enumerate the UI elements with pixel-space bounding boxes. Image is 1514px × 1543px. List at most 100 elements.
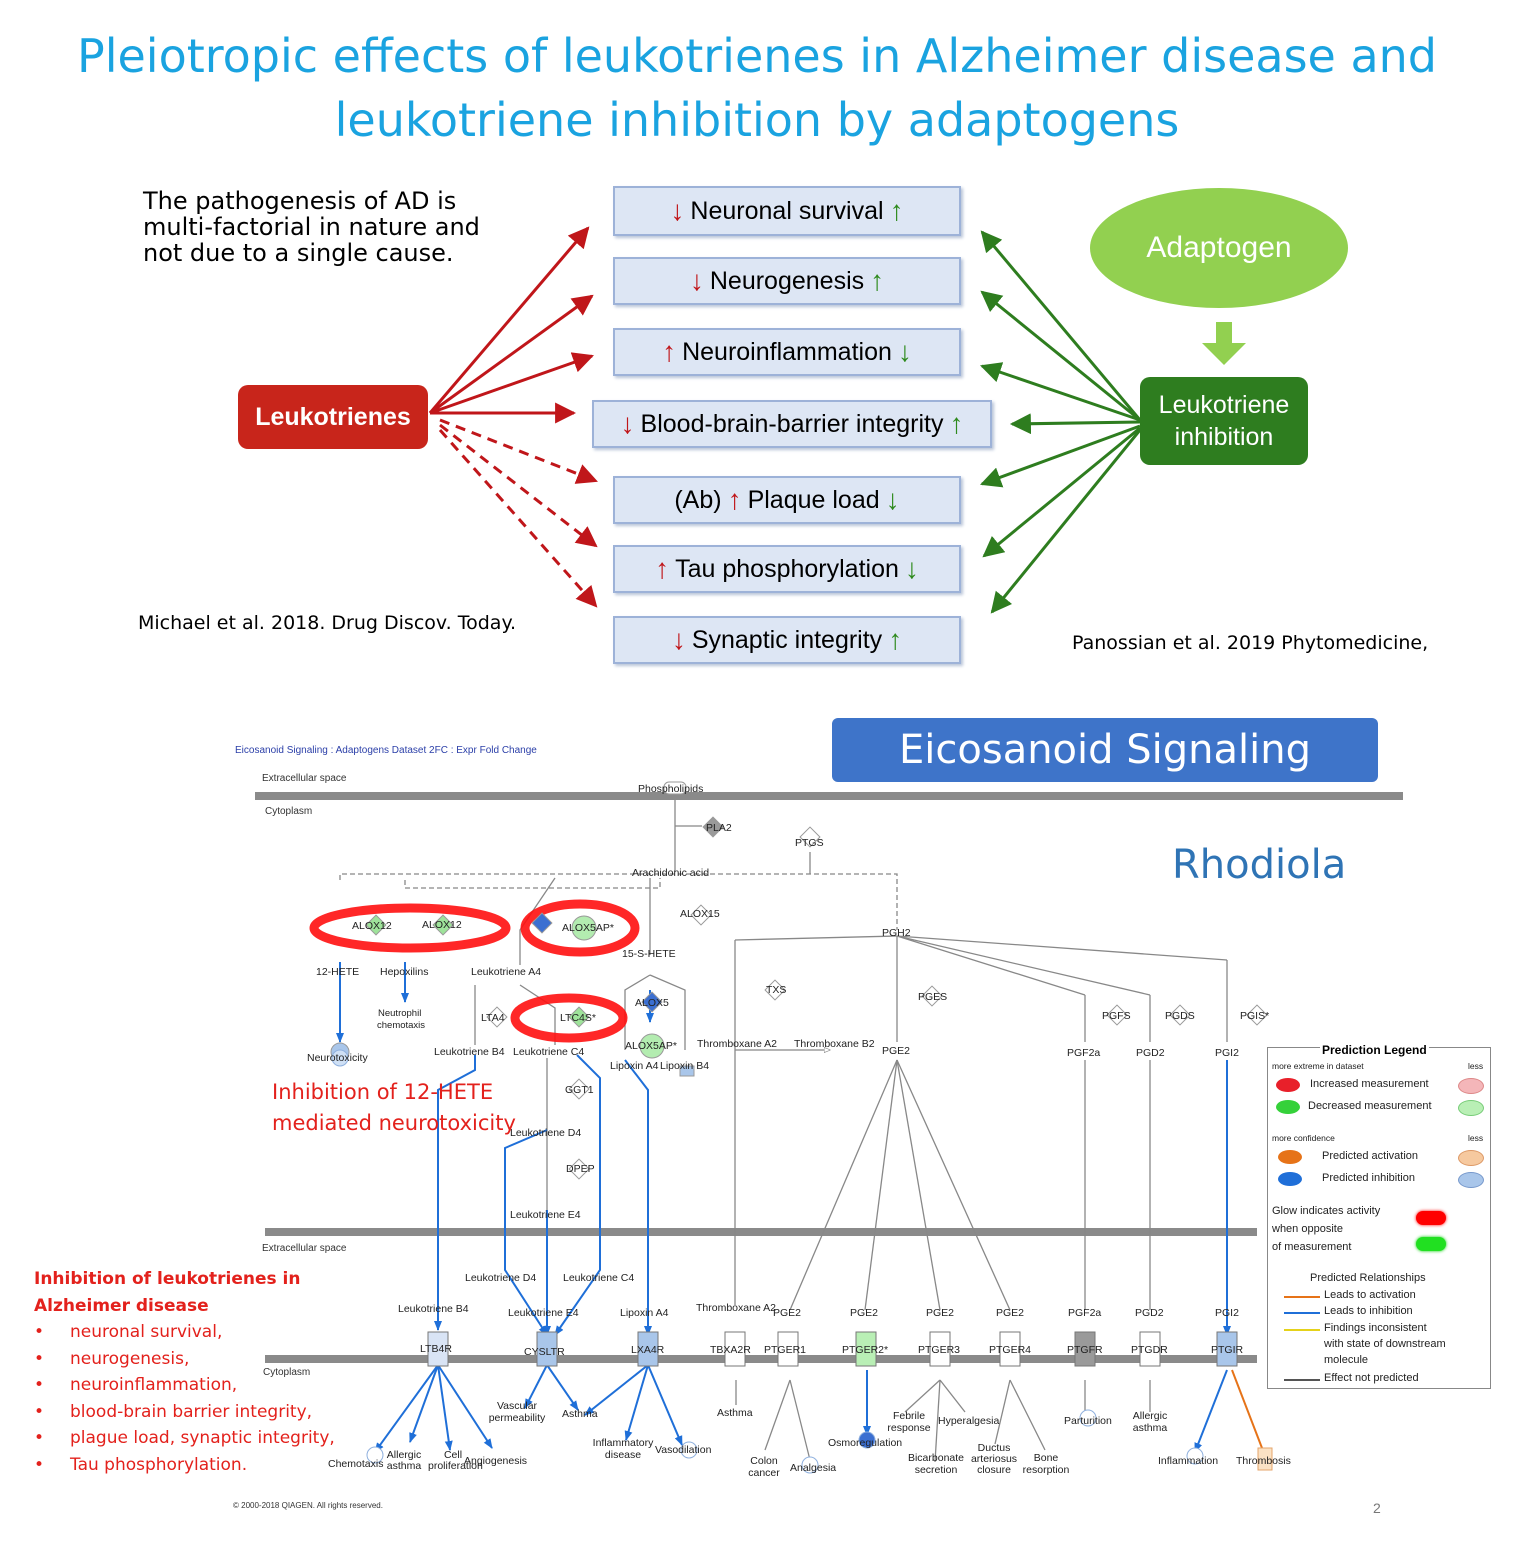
effect-synaptic-integrity: ↓ Synaptic integrity ↑ xyxy=(613,616,961,664)
legend-increased: Increased measurement xyxy=(1310,1078,1429,1090)
legend-leads-inhibition: Leads to inhibition xyxy=(1324,1305,1413,1317)
up-arrow-icon: ↑ xyxy=(655,553,670,584)
up-arrow-icon: ↑ xyxy=(870,265,885,296)
outcome-bone-resorption: Bone resorption xyxy=(1022,1452,1070,1476)
title-line-1: Pleiotropic effects of leukotrienes in A… xyxy=(76,29,1438,83)
outcome-analgesia: Analgesia xyxy=(790,1462,837,1474)
label-alox12-a: ALOX12 xyxy=(352,920,392,932)
label-pgi2: PGI2 xyxy=(1215,1047,1239,1059)
list-item: neurogenesis, xyxy=(34,1346,335,1373)
prediction-legend: Prediction Legend more extreme in datase… xyxy=(1267,1043,1491,1389)
receptor-lxa4r: LXA4R xyxy=(631,1344,665,1356)
down-arrow-icon: ↓ xyxy=(671,624,686,655)
effect-label: Neuronal survival xyxy=(690,196,884,225)
legend-leads-activation: Leads to activation xyxy=(1324,1289,1416,1301)
highlight-alox12 xyxy=(309,903,511,953)
outcome-parturition: Parturition xyxy=(1064,1415,1112,1427)
legend-less-2: less xyxy=(1468,1133,1484,1143)
outcome-thrombosis: Thrombosis xyxy=(1236,1455,1291,1467)
decreased-less-dot-icon xyxy=(1458,1100,1484,1116)
effect-label: Plaque load xyxy=(747,485,880,514)
label-leukotriene-b4-ext: Leukotriene B4 xyxy=(398,1303,469,1315)
down-arrow-icon: ↓ xyxy=(620,408,635,439)
legend-decreased: Decreased measurement xyxy=(1308,1100,1432,1112)
down-arrow-icon xyxy=(1202,322,1246,365)
outcome-chemotaxis: Chemotaxis xyxy=(328,1458,384,1470)
receptor-ptgdr: PTGDR xyxy=(1131,1344,1168,1356)
up-arrow-icon: ↑ xyxy=(889,195,904,226)
citation-left: Michael et al. 2018. Drug Discov. Today. xyxy=(138,612,517,634)
label-neutrophil: Neutrophil xyxy=(378,1008,422,1019)
up-arrow-icon: ↑ xyxy=(949,408,964,439)
label-lipoxin-b4: Lipoxin B4 xyxy=(660,1060,710,1072)
label-phospholipids: Phospholipids xyxy=(638,783,704,795)
label-pgfs: PGFS xyxy=(1102,1010,1131,1022)
outcome-febrile-response: Febrile response xyxy=(887,1410,931,1434)
inconsistent-line-icon xyxy=(1284,1329,1320,1331)
legend-not-predicted: Effect not predicted xyxy=(1324,1372,1419,1384)
label-pgh2: PGH2 xyxy=(882,927,911,939)
receptor-ltb4r: LTB4R xyxy=(420,1343,452,1355)
copyright: © 2000-2018 QIAGEN. All rights reserved. xyxy=(233,1501,383,1510)
label-alox5: ALOX5 xyxy=(635,997,669,1009)
legend-relationships-title: Predicted Relationships xyxy=(1310,1272,1426,1284)
outcome-angiogenesis: Angiogenesis xyxy=(464,1455,528,1467)
label-pgf2a-ext: PGF2a xyxy=(1068,1307,1102,1319)
list-item: neuroinflammation, xyxy=(34,1372,335,1399)
legend-glow-3: of measurement xyxy=(1272,1241,1352,1253)
legend-glow-1: Glow indicates activity xyxy=(1272,1205,1381,1217)
label-pla2: PLA2 xyxy=(706,822,732,834)
label-leukotriene-a4: Leukotriene A4 xyxy=(471,966,542,978)
intro-line-3: not due to a single cause. xyxy=(143,239,454,267)
outcome-asthma-2: Asthma xyxy=(717,1407,753,1419)
annotation-line-2: mediated neurotoxicity xyxy=(272,1111,516,1135)
membrane-top xyxy=(255,792,1403,800)
inhibition-line-icon xyxy=(1284,1312,1320,1314)
inhibition-heading-2: Alzheimer disease xyxy=(34,1295,209,1316)
effect-neuronal-survival: ↓ Neuronal survival ↑ xyxy=(613,186,961,236)
not-predicted-line-icon xyxy=(1284,1379,1320,1381)
label-thromboxane-b2: Thromboxane B2 xyxy=(794,1038,875,1050)
inhibition-dot-icon xyxy=(1278,1172,1302,1186)
pathway-diagram xyxy=(255,781,1403,1474)
effect-label: Neuroinflammation xyxy=(682,337,892,366)
legend-extreme: more extreme in dataset xyxy=(1272,1061,1364,1071)
cytoplasm-label: Cytoplasm xyxy=(265,806,313,817)
down-arrow-icon: ↓ xyxy=(885,484,900,515)
label-pgd2: PGD2 xyxy=(1136,1047,1165,1059)
label-alox12-b: ALOX12 xyxy=(422,919,462,931)
list-item: Tau phosphorylation. xyxy=(34,1452,335,1479)
label-neurotoxicity: Neurotoxicity xyxy=(307,1052,368,1064)
list-item: plague load, synaptic integrity, xyxy=(34,1425,335,1452)
effect-neurogenesis: ↓ Neurogenesis ↑ xyxy=(613,257,961,305)
down-arrow-icon: ↓ xyxy=(897,336,912,367)
activation-less-dot-icon xyxy=(1458,1150,1484,1166)
label-thromboxane-a2-ext: Thromboxane A2 xyxy=(696,1302,776,1314)
inhibition-heading-1: Inhibition of leukotrienes in xyxy=(34,1269,301,1289)
effect-label: Synaptic integrity xyxy=(691,625,883,654)
leuko-inhibition-line-1: Leukotriene xyxy=(1158,391,1290,419)
effect-label: Tau phosphorylation xyxy=(675,554,899,583)
leuko-inhibition-line-2: inhibition xyxy=(1174,423,1274,451)
label-arachidonic-acid: Arachidonic acid xyxy=(632,867,710,879)
leukotrienes-node: Leukotrienes xyxy=(238,385,428,449)
label-pge2: PGE2 xyxy=(882,1045,911,1057)
label-leukotriene-c4: Leukotriene C4 xyxy=(513,1046,585,1058)
label-pge2-ext-1: PGE2 xyxy=(773,1307,802,1319)
label-alox15: ALOX15 xyxy=(680,908,720,920)
outcome-asthma: Asthma xyxy=(562,1408,598,1420)
intro-text: The pathogenesis of AD is multi-factoria… xyxy=(143,188,523,266)
label-pge2-ext-3: PGE2 xyxy=(926,1307,955,1319)
activation-line-icon xyxy=(1284,1296,1320,1298)
extracellular-label: Extracellular space xyxy=(262,773,347,784)
receptor-cysltr: CYSLTR xyxy=(524,1346,565,1358)
effect-prefix: (Ab) xyxy=(674,485,722,514)
intro-line-2: multi-factorial in nature and xyxy=(143,213,480,241)
up-arrow-icon: ↑ xyxy=(727,484,742,515)
extracellular-label-2: Extracellular space xyxy=(262,1243,347,1254)
outcome-allergic-asthma: Allergic asthma xyxy=(386,1449,422,1472)
intro-line-1: The pathogenesis of AD is xyxy=(143,187,457,215)
label-leukotriene-e4-ext: Leukotriene E4 xyxy=(508,1307,579,1319)
outcome-osmoregulation: Osmoregulation xyxy=(828,1437,903,1449)
label-ggt1: GGT1 xyxy=(565,1084,594,1096)
